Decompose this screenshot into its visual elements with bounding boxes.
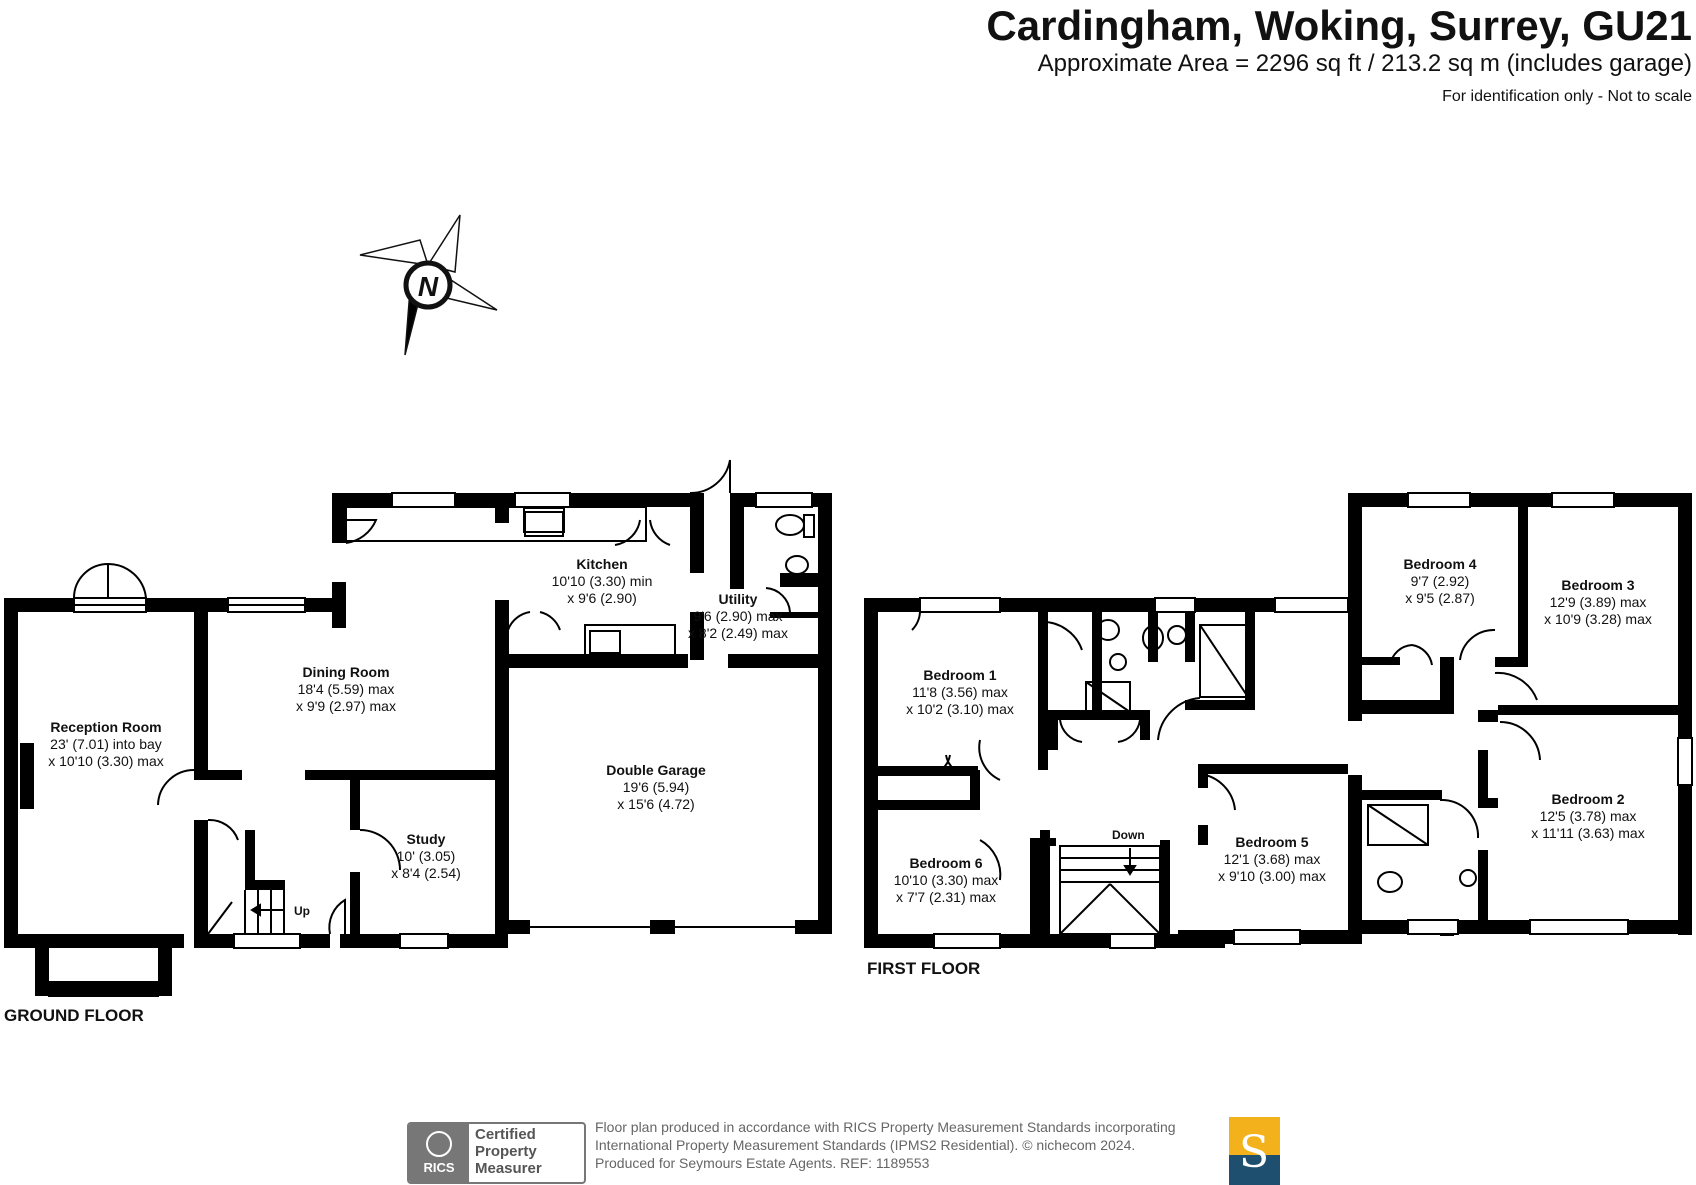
room-dim: 18'4 (5.59) max [297,681,395,697]
room-dim: 10'10 (3.30) max [893,872,999,888]
room-dim: x 10'10 (3.30) max [48,753,164,769]
room-study: Study 10' (3.05) x 8'4 (2.54) [391,831,461,882]
room-bedroom-3: Bedroom 3 12'9 (3.89) max x 10'9 (3.28) … [1544,577,1652,628]
ground-floor-label: GROUND FLOOR [4,1006,144,1025]
room-dim: 10' (3.05) [396,848,456,864]
room-dim: x 9'6 (2.90) [567,590,637,606]
rics-badge-line: Measurer [475,1160,542,1177]
room-name: Bedroom 1 [923,667,997,683]
rics-certified-badge: RICS Certified Property Measurer [407,1122,586,1184]
room-dim: 12'1 (3.68) max [1223,851,1321,867]
rics-badge-line: Property [475,1143,537,1160]
room-name: Study [406,831,446,847]
footer-credits: Floor plan produced in accordance with R… [595,1118,1176,1172]
rics-badge-line: Certified [475,1126,536,1143]
room-bedroom-2: Bedroom 2 12'5 (3.78) max x 11'11 (3.63)… [1531,791,1644,842]
stairs-up-label: Up [294,904,310,918]
rics-emblem-icon [426,1131,452,1157]
room-dim: x 8'4 (2.54) [391,865,461,881]
first-floor-openings [911,492,1693,949]
footer-line: International Property Measurement Stand… [595,1137,1136,1153]
scale-disclaimer: For identification only - Not to scale [1442,88,1692,105]
room-name: Dining Room [302,664,390,680]
rics-short: RICS [423,1160,455,1175]
room-dim: 9'7 (2.92) [1410,573,1470,589]
room-name: Double Garage [606,762,706,778]
room-kitchen: Kitchen 10'10 (3.30) min x 9'6 (2.90) [552,556,653,607]
first-floor-walls [864,493,1692,948]
ground-floor-openings [48,459,815,997]
room-dim: 12'9 (3.89) max [1549,594,1647,610]
room-name: Bedroom 2 [1551,791,1625,807]
page-title: Cardingham, Woking, Surrey, GU21 [986,2,1692,49]
room-dim: x 8'2 (2.49) max [688,625,788,641]
room-dim: 10'10 (3.30) min [551,573,653,589]
room-name: Bedroom 3 [1561,577,1635,593]
room-name: Bedroom 6 [909,855,983,871]
room-dim: 11'8 (3.56) max [912,684,1008,700]
compass-letter: N [418,271,439,302]
room-dim: 23' (7.01) into bay [50,736,162,752]
room-dining: Dining Room 18'4 (5.59) max x 9'9 (2.97)… [296,664,396,715]
agent-logo: S [1229,1117,1280,1185]
room-dim: 19'6 (5.94) [622,779,690,795]
rics-logo: RICS [409,1124,469,1182]
room-name: Reception Room [50,719,162,735]
room-dim: x 9'10 (3.00) max [1218,868,1326,884]
room-bedroom-6: Bedroom 6 10'10 (3.30) max x 7'7 (2.31) … [894,855,999,906]
area-summary: Approximate Area = 2296 sq ft / 213.2 sq… [1037,50,1692,77]
first-floor-label: FIRST FLOOR [867,959,981,978]
ground-floor-walls [4,493,832,996]
room-utility: Utility 9'6 (2.90) max x 8'2 (2.49) max [688,591,788,642]
footer-line: Floor plan produced in accordance with R… [595,1119,1176,1135]
stairs-down-label: Down [1112,828,1145,842]
room-bedroom-4: Bedroom 4 9'7 (2.92) x 9'5 (2.87) [1403,556,1476,607]
room-dim: x 15'6 (4.72) [617,796,695,812]
room-name: Bedroom 4 [1403,556,1477,572]
room-dim: 12'5 (3.78) max [1539,808,1637,824]
room-dim: x 9'5 (2.87) [1405,590,1475,606]
footer-line: Produced for Seymours Estate Agents. REF… [595,1155,930,1171]
agent-logo-letter: S [1239,1127,1270,1178]
room-dim: x 10'2 (3.10) max [906,701,1014,717]
room-garage: Double Garage 19'6 (5.94) x 15'6 (4.72) [606,762,706,813]
room-bedroom-5: Bedroom 5 12'1 (3.68) max x 9'10 (3.00) … [1218,834,1326,885]
room-dim: x 11'11 (3.63) max [1531,825,1645,841]
room-dim: 9'6 (2.90) max [693,608,783,624]
room-name: Kitchen [576,556,628,572]
room-bedroom-1: Bedroom 1 11'8 (3.56) max x 10'2 (3.10) … [906,667,1014,718]
room-reception: Reception Room 23' (7.01) into bay x 10'… [48,719,164,770]
room-name: Utility [718,591,758,607]
room-dim: x 7'7 (2.31) max [896,889,996,905]
compass-icon: N [359,214,498,356]
room-name: Bedroom 5 [1235,834,1309,850]
room-dim: x 10'9 (3.28) max [1544,611,1652,627]
room-dim: x 9'9 (2.97) max [296,698,396,714]
rics-badge-text: Certified Property Measurer [469,1124,584,1182]
